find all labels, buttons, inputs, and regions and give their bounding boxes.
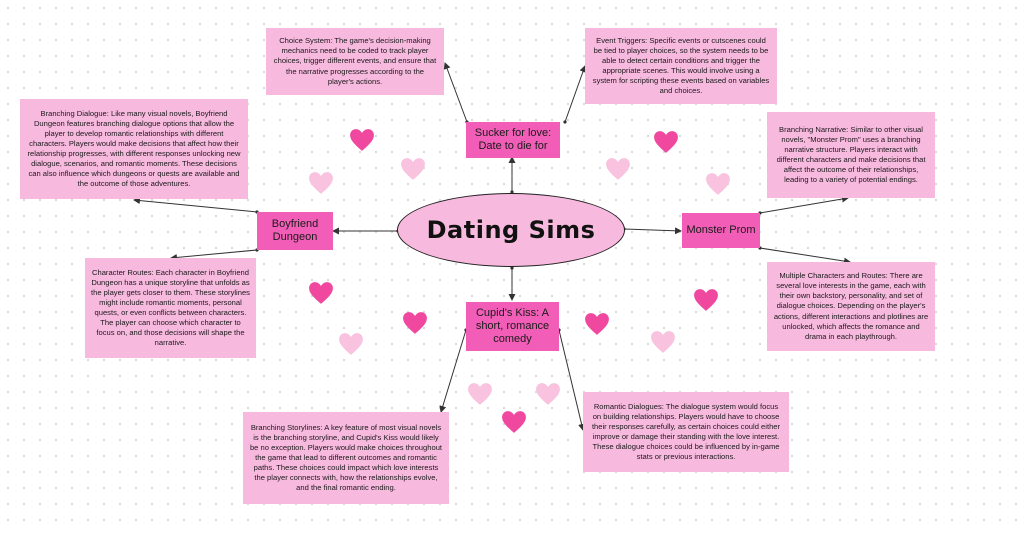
heart-icon	[502, 411, 526, 433]
connector-boyfriend-routes	[170, 248, 259, 261]
note-multiple-characters[interactable]: Multiple Characters and Routes: There ar…	[767, 262, 935, 351]
note-branching-narrative[interactable]: Branching Narrative: Similar to other vi…	[767, 112, 935, 198]
heart-icon	[403, 312, 427, 334]
note-event-triggers-text: Event Triggers: Specific events or cutsc…	[592, 35, 770, 96]
connector-center-monster	[622, 227, 682, 235]
note-character-routes-text: Character Routes: Each character in Boyf…	[91, 267, 250, 348]
heart-icon	[339, 333, 363, 355]
connector-cupid-storylines	[439, 328, 468, 413]
connector-boyfriend-dialogue	[133, 197, 259, 214]
note-branching-storylines[interactable]: Branching Storylines: A key feature of m…	[243, 412, 449, 504]
connector-monster-narrative	[758, 195, 849, 215]
note-branching-storylines-text: Branching Storylines: A key feature of m…	[249, 422, 443, 493]
topic-boyfriend-dungeon[interactable]: Boyfriend Dungeon	[257, 212, 333, 250]
topic-sucker-for-love[interactable]: Sucker for love: Date to die for	[466, 122, 560, 158]
note-event-triggers[interactable]: Event Triggers: Specific events or cutsc…	[585, 28, 777, 104]
topic-sucker-for-love-label: Sucker for love: Date to die for	[474, 126, 552, 152]
heart-icon	[654, 131, 678, 153]
central-topic-node[interactable]: Dating Sims	[397, 193, 625, 267]
note-character-routes[interactable]: Character Routes: Each character in Boyf…	[85, 258, 256, 358]
note-branching-narrative-text: Branching Narrative: Similar to other vi…	[776, 124, 926, 185]
heart-icon	[309, 282, 333, 304]
central-topic-title: Dating Sims	[426, 216, 596, 244]
heart-icon	[706, 173, 730, 195]
note-romantic-dialogues-text: Romantic Dialogues: The dialogue system …	[591, 401, 781, 462]
note-multiple-characters-text: Multiple Characters and Routes: There ar…	[773, 271, 929, 341]
note-branching-dialogue[interactable]: Branching Dialogue: Like many visual nov…	[20, 99, 248, 199]
note-romantic-dialogues[interactable]: Romantic Dialogues: The dialogue system …	[583, 392, 789, 472]
topic-monster-prom-label: Monster Prom	[686, 223, 756, 236]
note-choice-system[interactable]: Choice System: The game's decision-makin…	[266, 28, 444, 95]
topic-boyfriend-dungeon-label: Boyfriend Dungeon	[271, 217, 319, 243]
heart-icon	[401, 158, 425, 180]
heart-icon	[350, 129, 374, 151]
connector-sucker-event	[563, 65, 587, 124]
heart-icon	[585, 313, 609, 335]
connector-cupid-dialogues	[557, 328, 586, 431]
heart-icon	[651, 331, 675, 353]
note-branching-dialogue-text: Branching Dialogue: Like many visual nov…	[27, 108, 241, 189]
topic-cupids-kiss-label: Cupid's Kiss: A short, romance comedy	[475, 306, 550, 346]
heart-icon	[309, 172, 333, 194]
heart-icon	[468, 383, 492, 405]
topic-monster-prom[interactable]: Monster Prom	[682, 213, 760, 248]
connector-sucker-choice	[443, 62, 469, 124]
heart-icon	[606, 158, 630, 180]
heart-icon	[694, 289, 718, 311]
note-choice-system-text: Choice System: The game's decision-makin…	[273, 36, 437, 86]
connector-monster-multiple	[758, 246, 851, 265]
topic-cupids-kiss[interactable]: Cupid's Kiss: A short, romance comedy	[466, 302, 559, 351]
heart-icon	[536, 383, 560, 405]
